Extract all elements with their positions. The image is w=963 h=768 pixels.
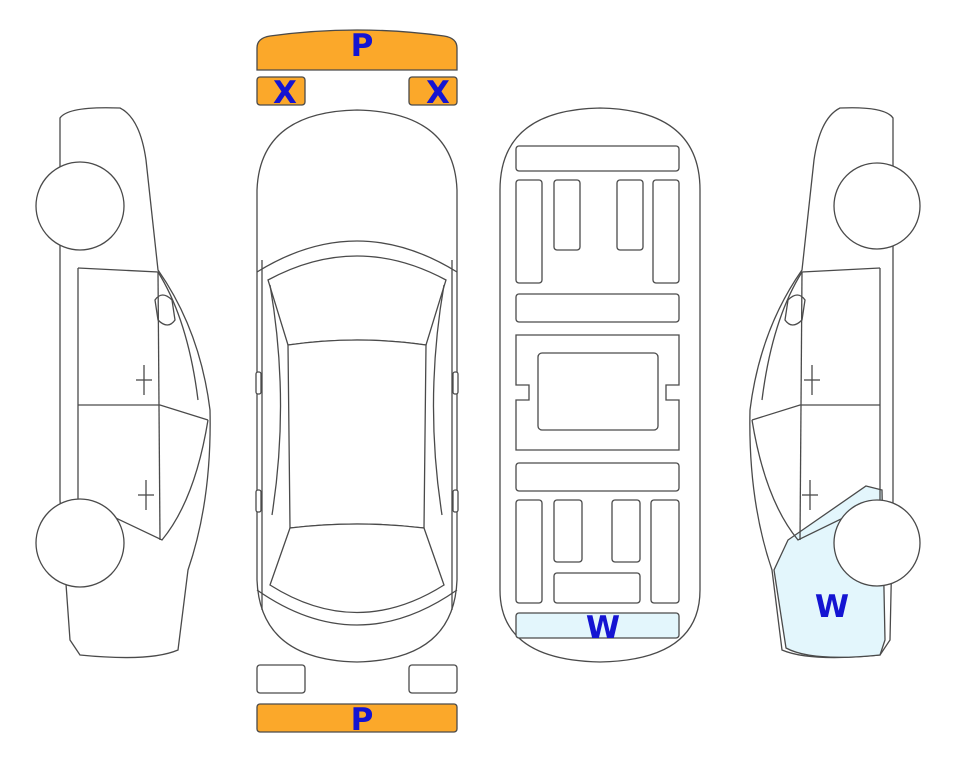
top-view-right-door-gap — [432, 284, 445, 516]
right-side-rear-wheel[interactable] — [833, 499, 921, 587]
left-side-windshield — [77, 267, 199, 401]
front-right-fog-label: X — [426, 75, 450, 111]
rear-left-lamp[interactable] — [256, 664, 306, 694]
underbody-rear-panel[interactable] — [553, 572, 641, 604]
front-left-fog-label: X — [273, 75, 297, 111]
underbody-rear-right-rail[interactable] — [650, 499, 680, 604]
top-view-right-handle — [452, 489, 459, 513]
top-view-windshield[interactable] — [267, 255, 447, 346]
underbody-front-bar[interactable] — [515, 145, 680, 172]
top-view-rear-window[interactable] — [269, 523, 445, 614]
right-side-mirror — [784, 294, 806, 326]
top-view-right-mirror[interactable] — [452, 371, 459, 395]
left-side-view — [35, 107, 211, 659]
right-side-windshield — [761, 267, 881, 401]
rear-bumper-label: P — [351, 702, 374, 738]
front-bumper[interactable] — [256, 29, 458, 71]
top-view-trunk-line — [256, 589, 458, 626]
top-view-left-handle — [255, 489, 262, 513]
underbody-center-panel[interactable] — [537, 352, 659, 431]
front-bumper-label: P — [351, 28, 374, 64]
underbody-front-right-mount[interactable] — [616, 179, 644, 251]
top-view-left-mirror[interactable] — [255, 371, 262, 395]
left-side-glass-line — [157, 271, 161, 541]
right-side-glass-line — [799, 271, 803, 541]
top-view-roof[interactable] — [287, 339, 427, 529]
left-side-belt-line — [78, 404, 209, 421]
underbody-rear-right-mount[interactable] — [611, 499, 641, 563]
left-side-mirror — [154, 294, 176, 326]
underbody-rear-bar[interactable] — [515, 612, 680, 639]
underbody-rear-label: W — [586, 610, 620, 646]
underbody-front-right-rail[interactable] — [652, 179, 680, 284]
right-side-rear-window — [751, 419, 881, 541]
left-side-front-wheel[interactable] — [35, 161, 125, 251]
right-side-front-wheel[interactable] — [833, 162, 921, 250]
left-side-rear-window — [77, 419, 209, 541]
right-side-belt-line — [751, 404, 880, 421]
rear-right-lamp[interactable] — [408, 664, 458, 694]
left-side-rear-wheel[interactable] — [35, 498, 125, 588]
top-view-left-door-gap — [269, 284, 282, 516]
right-side-rear-quarter-label: W — [815, 589, 849, 625]
front-left-fog-lamp[interactable] — [256, 76, 306, 106]
right-side-view: W — [749, 107, 921, 659]
underbody-rear-left-rail[interactable] — [515, 499, 543, 604]
underbody-front-left-mount[interactable] — [553, 179, 581, 251]
underbody-view: W — [499, 107, 701, 663]
top-view: P X X P — [255, 28, 459, 738]
top-view-hood-line — [256, 240, 458, 273]
underbody-front-left-rail[interactable] — [515, 179, 543, 284]
rear-bumper[interactable] — [256, 703, 458, 733]
underbody-crossmember-1[interactable] — [515, 293, 680, 323]
underbody-crossmember-2[interactable] — [515, 462, 680, 492]
front-right-fog-lamp[interactable] — [408, 76, 458, 106]
underbody-rear-left-mount[interactable] — [553, 499, 583, 563]
